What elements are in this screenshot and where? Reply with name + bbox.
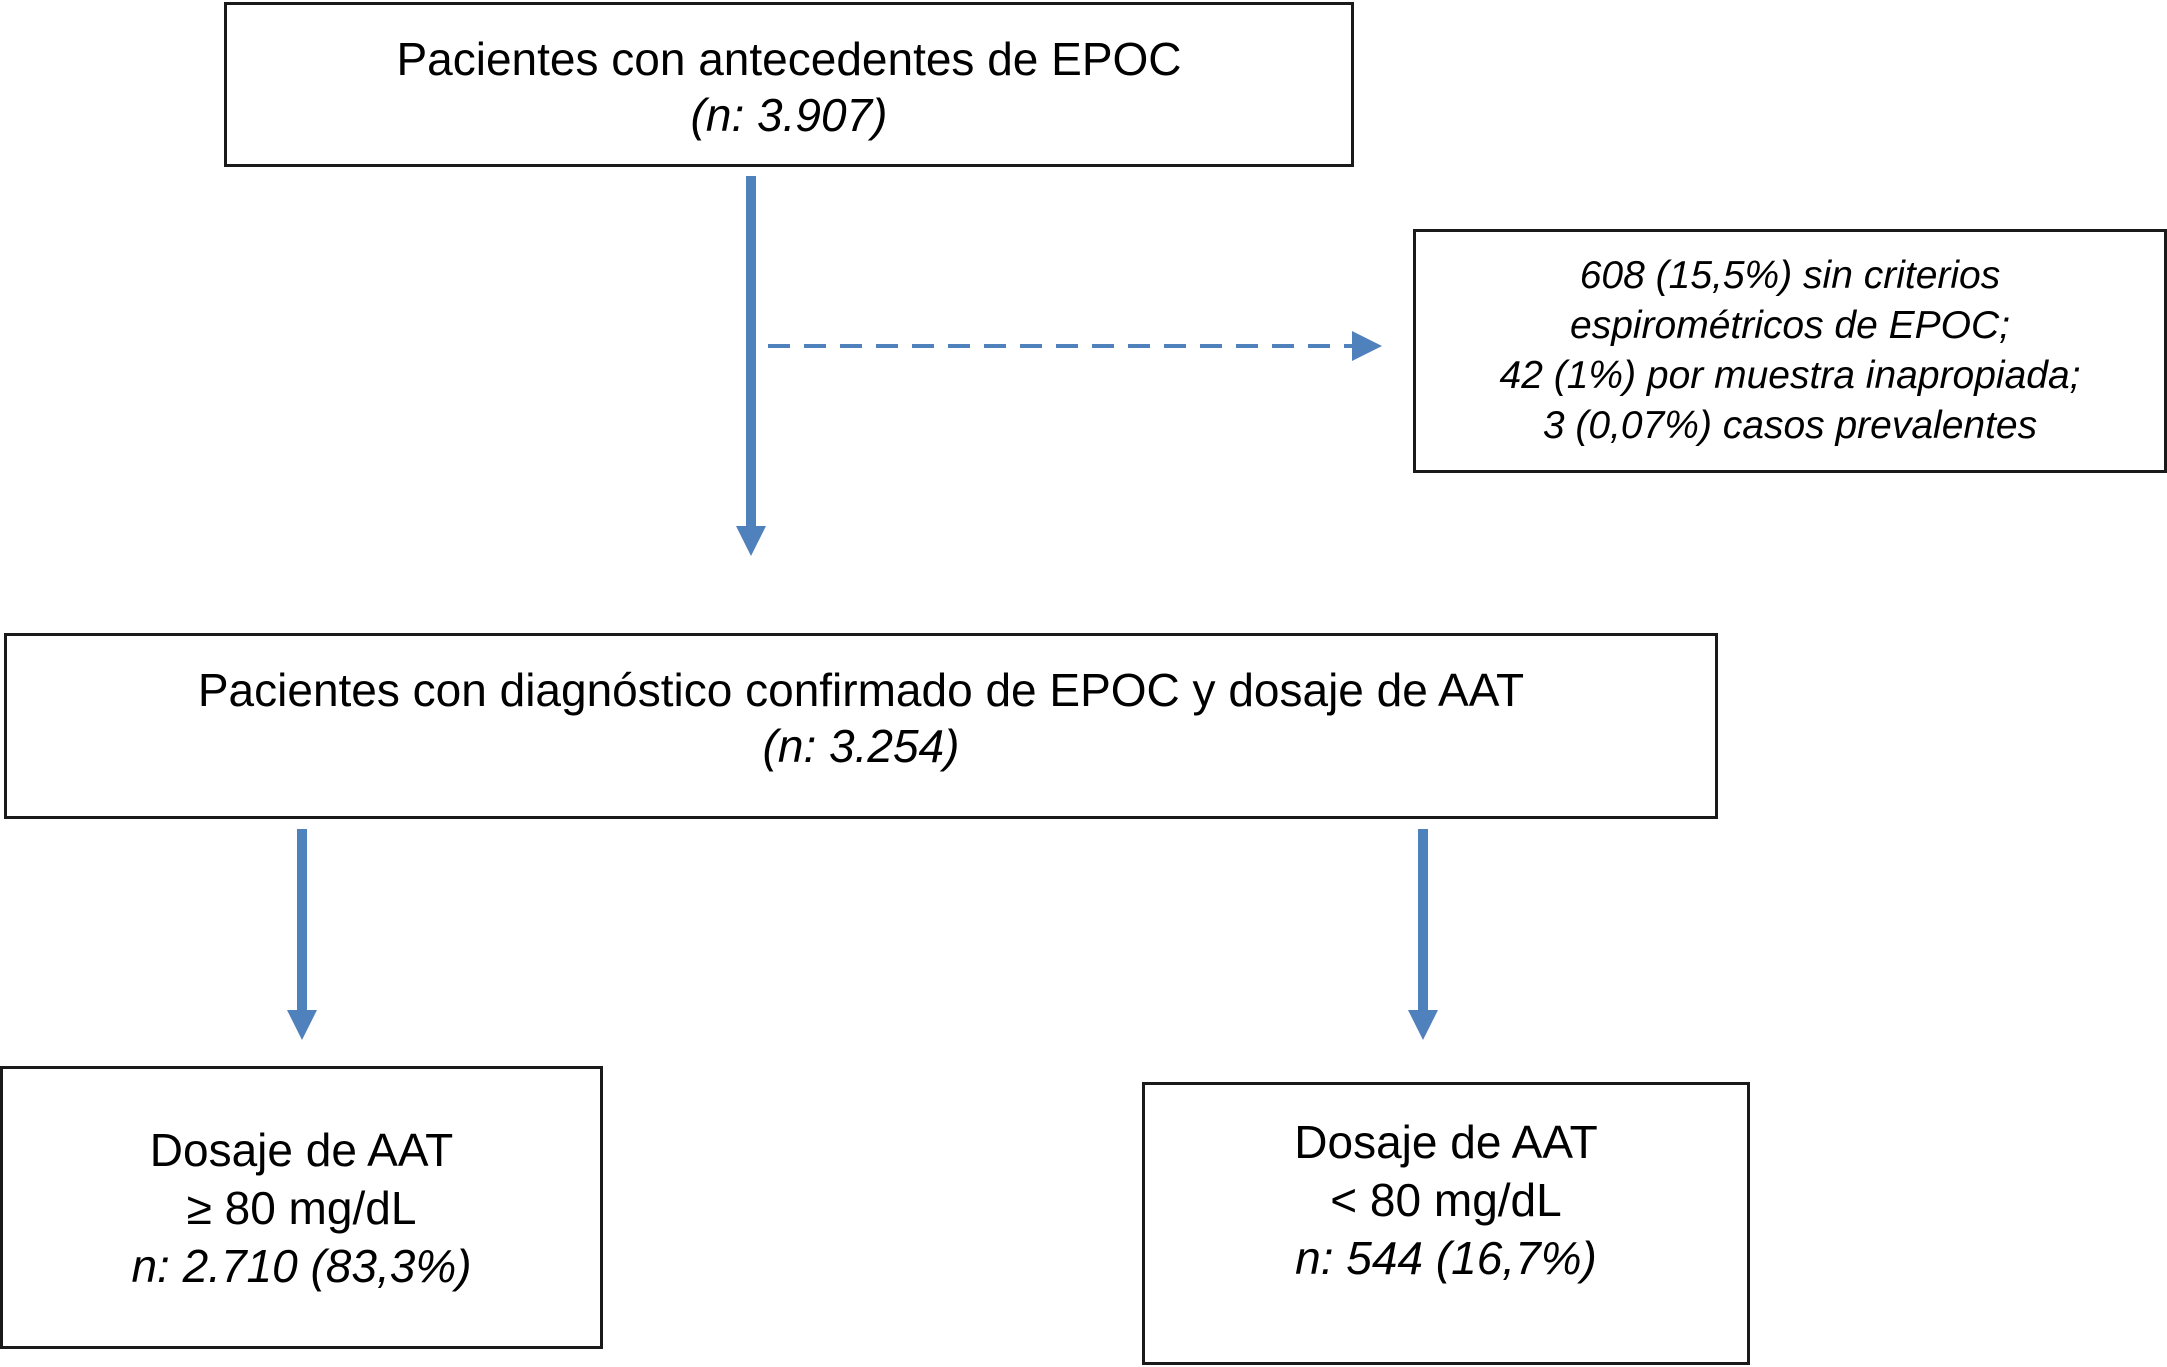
exclusion-line-1: 608 (15,5%) sin criterios [1579, 254, 2001, 297]
exclusion-line-3: 42 (1%) por muestra inapropiada; [1499, 354, 2081, 397]
box-aat-low: Dosaje de AAT < 80 mg/dL n: 544 (16,7%) [1142, 1082, 1750, 1365]
box-copd-history-count: (n: 3.907) [690, 89, 888, 141]
box-exclusions: 608 (15,5%) sin criterios espirométricos… [1413, 229, 2167, 473]
box-aat-low-threshold: < 80 mg/dL [1330, 1174, 1562, 1226]
arrow-top-to-confirmed-head [736, 526, 766, 556]
exclusion-line-4: 3 (0,07%) casos prevalentes [1542, 404, 2038, 447]
arrow-confirmed-to-low-head [1408, 1010, 1438, 1040]
box-aat-high-count: n: 2.710 (83,3%) [131, 1239, 472, 1292]
arrow-exclusion-head [1352, 331, 1382, 361]
box-aat-low-title: Dosaje de AAT [1294, 1116, 1598, 1168]
box-confirmed-copd-title: Pacientes con diagnóstico confirmado de … [197, 664, 1525, 716]
exclusion-line-2: espirométricos de EPOC; [1570, 304, 2010, 347]
box-copd-history: Pacientes con antecedentes de EPOC (n: 3… [224, 2, 1354, 167]
box-aat-high: Dosaje de AAT ≥ 80 mg/dL n: 2.710 (83,3%… [0, 1066, 603, 1349]
box-confirmed-copd: Pacientes con diagnóstico confirmado de … [4, 633, 1718, 819]
box-copd-history-title: Pacientes con antecedentes de EPOC [396, 33, 1182, 85]
box-aat-high-title: Dosaje de AAT [149, 1123, 454, 1176]
arrow-confirmed-to-high-head [287, 1010, 317, 1040]
box-confirmed-copd-count: (n: 3.254) [762, 720, 960, 772]
box-aat-low-count: n: 544 (16,7%) [1295, 1232, 1597, 1284]
box-aat-high-threshold: ≥ 80 mg/dL [186, 1181, 417, 1234]
